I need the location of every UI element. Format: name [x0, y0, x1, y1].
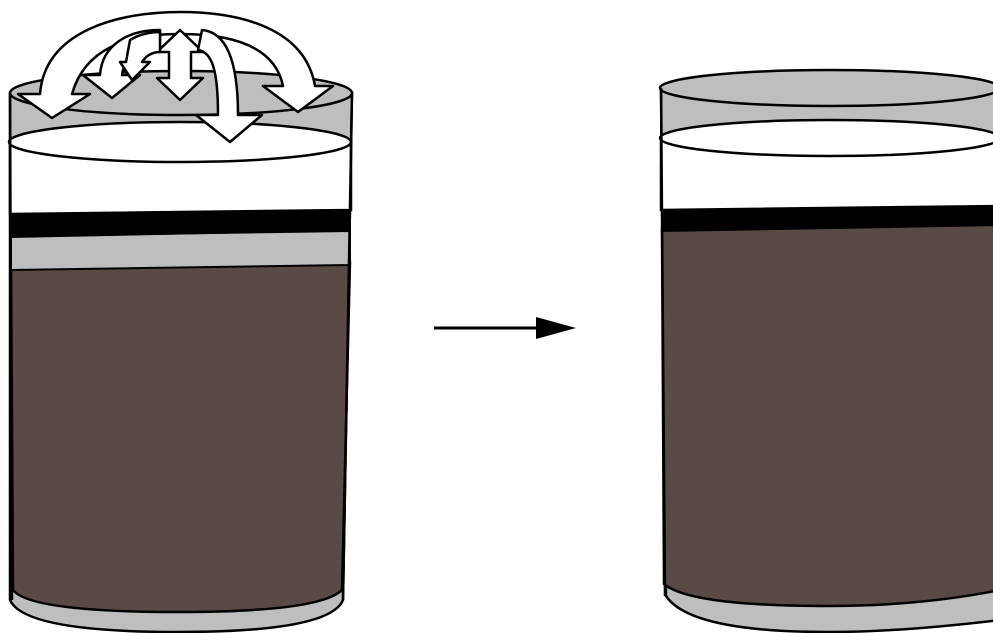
process-arrow — [434, 317, 576, 339]
jar-after-dark-fill — [662, 224, 993, 606]
jar-before-white-surface — [9, 122, 351, 162]
arrow-right-icon — [536, 317, 576, 339]
jar-after — [660, 70, 993, 632]
jar-after-white-surface — [660, 120, 993, 156]
jar-after-rim — [660, 70, 993, 106]
jar-before — [9, 71, 352, 632]
jar-before-dark-fill — [11, 262, 350, 612]
